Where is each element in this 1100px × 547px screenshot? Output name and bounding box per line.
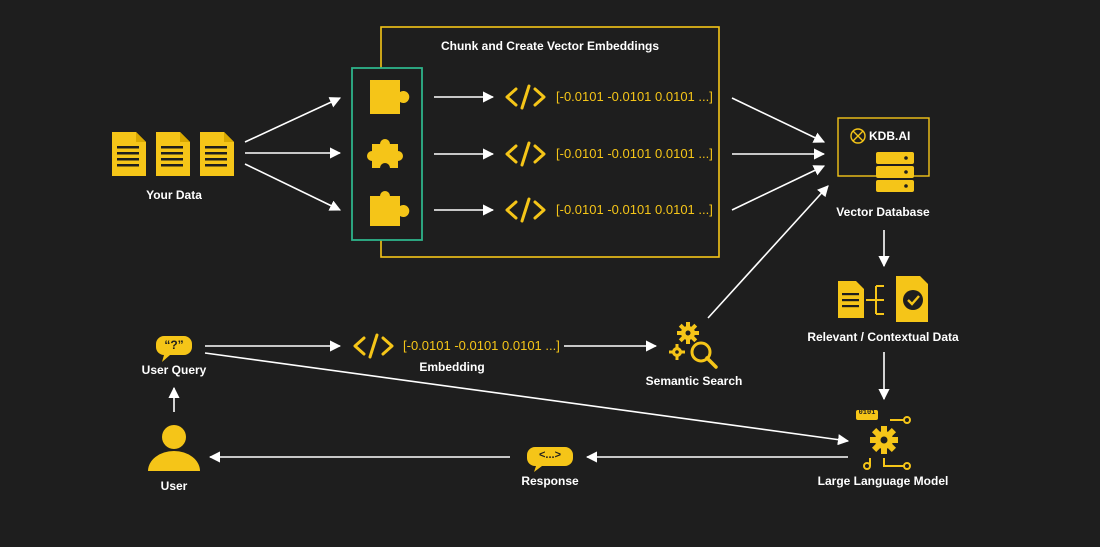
response-bubble-icon xyxy=(527,447,573,472)
user-query-label: User Query xyxy=(141,363,207,377)
llm-chip-text: 0101 xyxy=(858,409,876,417)
user-label: User xyxy=(160,479,188,493)
chunk-embeddings-box xyxy=(380,26,720,258)
puzzle-piece-icon xyxy=(370,80,410,114)
gears-magnifier-icon xyxy=(669,322,718,369)
arrow-data-to-chunk-1 xyxy=(244,97,342,143)
response-label: Response xyxy=(521,474,579,488)
kdb-logo-icon xyxy=(850,128,866,144)
your-data-label: Your Data xyxy=(146,188,202,202)
vector-database-label: Vector Database xyxy=(836,205,930,219)
user-icon xyxy=(148,425,200,471)
arrow-search-to-db xyxy=(707,185,829,319)
arrow-data-to-chunk-3 xyxy=(244,163,342,211)
documents-icon xyxy=(112,132,234,176)
relevant-data-label: Relevant / Contextual Data xyxy=(807,330,959,344)
query-bubble-text: “?” xyxy=(164,338,184,352)
llm-label: Large Language Model xyxy=(817,474,949,488)
chunk-vector-1: [-0.0101 -0.0101 0.0101 ...] xyxy=(556,89,713,104)
arrow-query-to-llm xyxy=(204,352,850,446)
kdb-brand-label: KDB.AI xyxy=(869,129,911,143)
code-icon xyxy=(505,197,546,223)
database-server-icon xyxy=(876,152,914,192)
code-icon xyxy=(505,141,546,167)
puzzle-piece-icon xyxy=(370,191,410,226)
response-bubble-text: <...> xyxy=(538,449,562,461)
puzzle-piece-icon xyxy=(366,139,404,168)
query-bubble-icon xyxy=(156,336,192,362)
chunk-vector-2: [-0.0101 -0.0101 0.0101 ...] xyxy=(556,146,713,161)
llm-chip-gear-icon xyxy=(856,410,911,470)
contextual-data-icon xyxy=(838,276,928,322)
arrow-vector-to-db-1 xyxy=(731,97,826,143)
code-icon xyxy=(353,333,394,359)
chunk-vector-3: [-0.0101 -0.0101 0.0101 ...] xyxy=(556,202,713,217)
chunk-box-title: Chunk and Create Vector Embeddings xyxy=(440,39,660,53)
semantic-search-label: Semantic Search xyxy=(645,374,743,388)
code-icon xyxy=(505,84,546,110)
embedding-vector: [-0.0101 -0.0101 0.0101 ...] xyxy=(403,338,560,353)
arrow-vector-to-db-3 xyxy=(731,165,826,211)
embedding-label: Embedding xyxy=(419,360,485,374)
